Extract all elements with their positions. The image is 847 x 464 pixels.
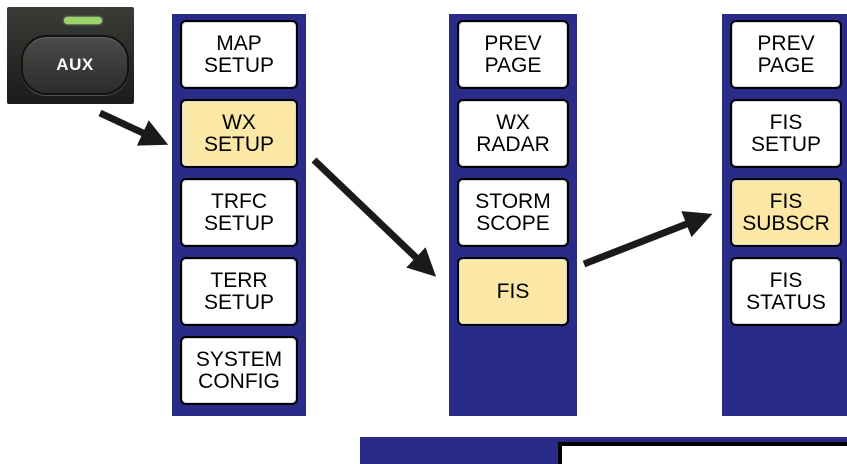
arrow-aux-to-wx-setup	[100, 113, 158, 140]
arrow-fis-to-fis-subscr	[584, 218, 702, 264]
bottom-display-window	[558, 442, 847, 464]
arrow-wx-setup-to-fis	[314, 160, 428, 269]
